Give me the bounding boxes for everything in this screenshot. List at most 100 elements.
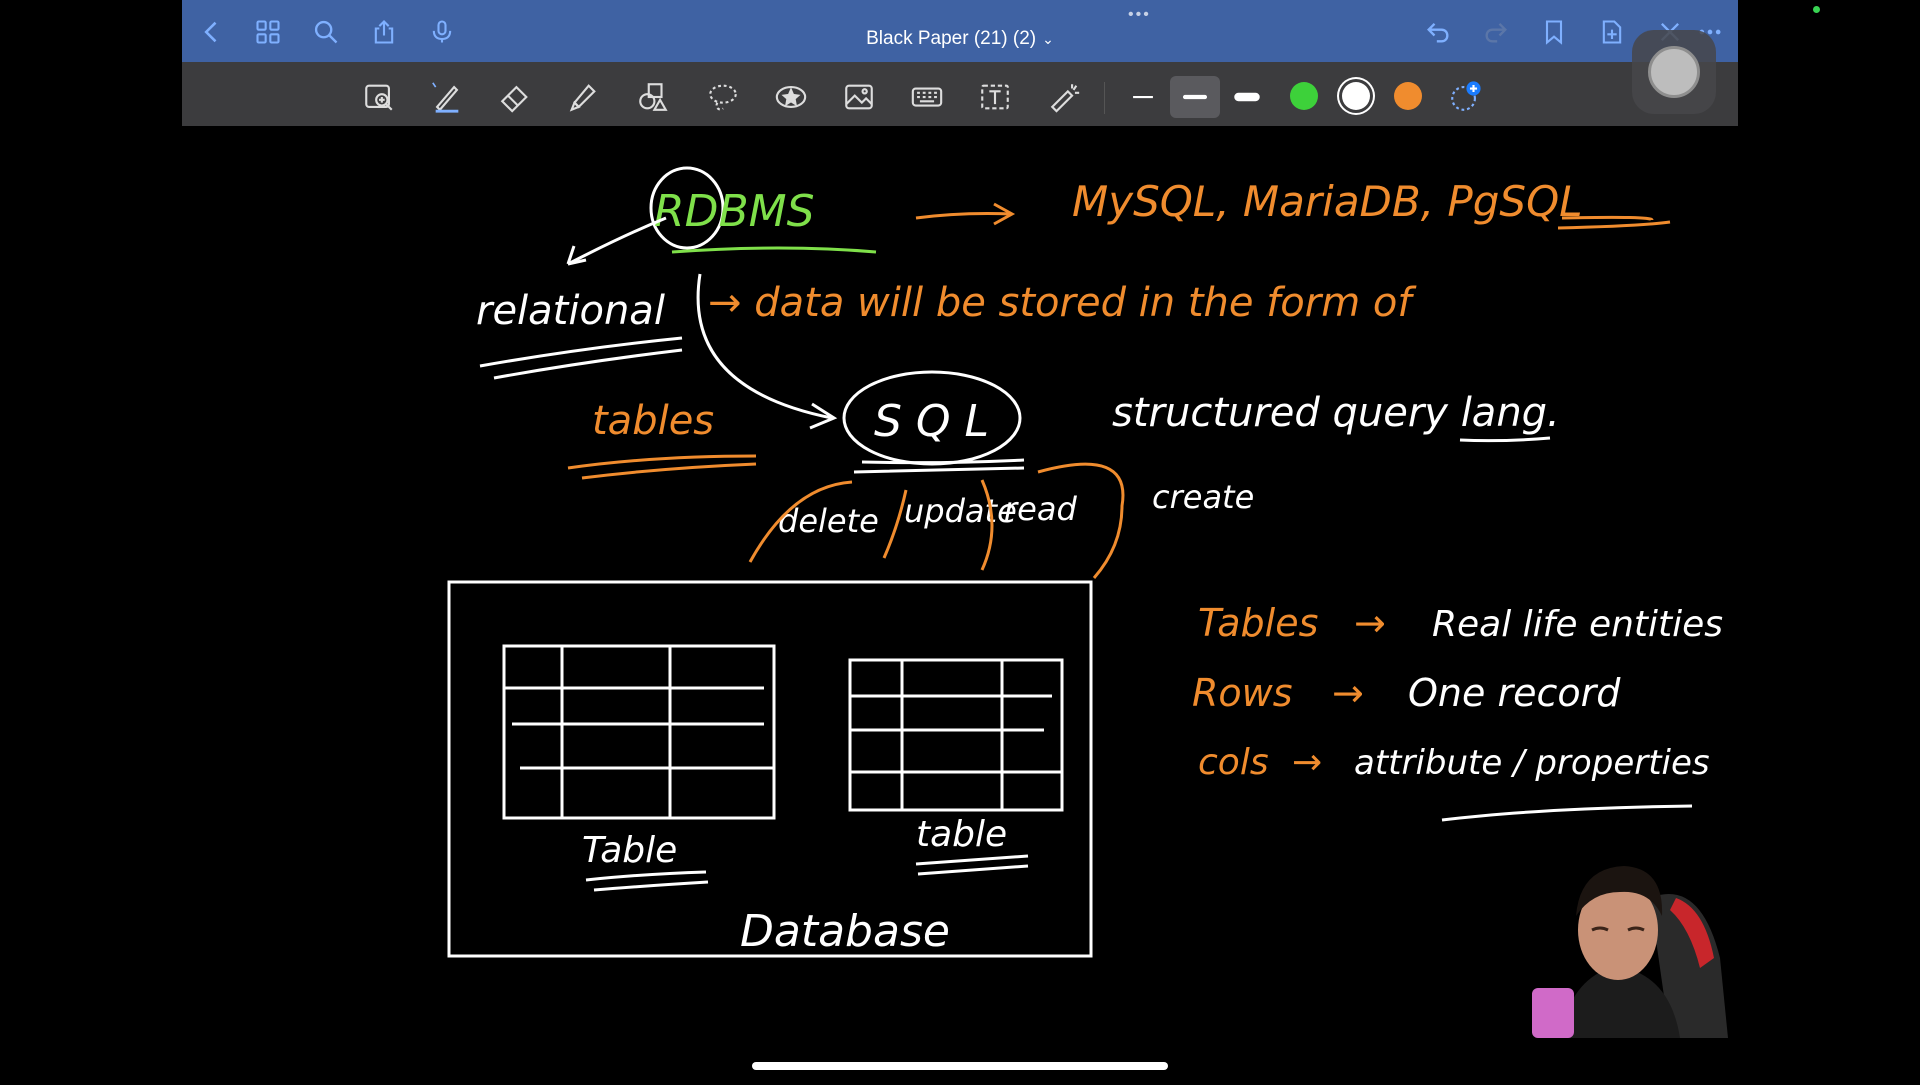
delete-text: delete — [778, 502, 879, 540]
tools-toolbar — [182, 62, 1738, 126]
text-box-icon — [981, 84, 1009, 110]
undo-icon — [1427, 23, 1449, 43]
microphone-icon — [432, 20, 452, 43]
note-canvas[interactable]: RDBMS MySQL, MariaDB, PgSQL relational →… — [182, 126, 1738, 1080]
cols-term: cols — [1198, 742, 1269, 783]
laser-pointer-tool[interactable] — [1040, 76, 1090, 118]
back-button[interactable] — [194, 14, 230, 50]
shapes-tool[interactable] — [628, 76, 678, 118]
redo-icon — [1485, 23, 1507, 43]
arrow-head — [566, 245, 587, 266]
relational-underline — [479, 336, 683, 380]
add-page-icon — [1602, 20, 1622, 44]
table-left-underline — [585, 870, 709, 892]
keyboard-tool[interactable] — [902, 76, 952, 118]
arrow-to-sql — [696, 273, 833, 420]
definitions-underline — [1441, 804, 1693, 822]
tables-definition: Real life entities — [1432, 604, 1723, 645]
add-color-button[interactable] — [1440, 76, 1490, 118]
keyboard-icon — [911, 87, 943, 107]
tables-text: tables — [592, 398, 714, 444]
bookmark-icon — [1545, 20, 1563, 45]
examples-text: MySQL, MariaDB, PgSQL — [1072, 177, 1583, 226]
home-indicator[interactable] — [752, 1062, 1168, 1070]
zoom-box-tool[interactable] — [354, 76, 404, 118]
lasso-tool[interactable] — [698, 76, 748, 118]
zoom-box-icon — [365, 84, 393, 111]
search-button[interactable] — [308, 14, 344, 50]
sticker-tool[interactable] — [766, 76, 816, 118]
rdbms-label: RDBMS — [654, 186, 815, 237]
color-orange-swatch[interactable] — [1394, 82, 1422, 110]
document-title-text: Black Paper (21) (2) — [866, 28, 1037, 49]
lang-underline — [1459, 436, 1551, 443]
share-button[interactable] — [366, 14, 402, 50]
shapes-icon — [639, 83, 668, 111]
table-right-grid — [848, 658, 1064, 812]
multitask-handle[interactable]: ••• — [1128, 6, 1151, 23]
pgsql-underline — [1557, 215, 1671, 230]
thin-line-icon — [1133, 95, 1153, 99]
pen-icon — [432, 82, 459, 113]
table-left-label: Table — [582, 830, 677, 871]
image-tool[interactable] — [834, 76, 884, 118]
relational-text: relational — [476, 288, 665, 334]
header-bar: ••• Black Paper (21) (2) ⌄ — [182, 0, 1738, 62]
add-page-button[interactable] — [1594, 14, 1630, 50]
eraser-icon — [500, 85, 528, 113]
chevron-down-icon: ⌄ — [1042, 31, 1054, 47]
microphone-button[interactable] — [424, 14, 460, 50]
read-text: read — [1004, 490, 1077, 528]
presenter-image — [1532, 866, 1728, 1038]
screen-record-button[interactable] — [1632, 30, 1716, 114]
create-text: create — [1152, 478, 1254, 516]
database-label: Database — [740, 906, 950, 957]
sql-label: S Q L — [874, 396, 989, 447]
rows-arrow: → — [1332, 671, 1364, 715]
toolbar-divider — [1104, 82, 1105, 114]
database-box — [447, 580, 1093, 958]
medium-line-icon — [1182, 94, 1208, 100]
rows-definition: One record — [1408, 671, 1621, 715]
arrow-create — [1037, 462, 1125, 579]
arrow-head — [993, 202, 1016, 226]
bookmark-button[interactable] — [1536, 14, 1572, 50]
tables-arrow: → — [1354, 601, 1386, 645]
image-icon — [845, 84, 873, 110]
table-right-label: table — [916, 814, 1007, 855]
webcam-overlay — [1500, 838, 1730, 1038]
camera-indicator — [1813, 6, 1820, 13]
cols-definition: attribute / properties — [1354, 743, 1710, 783]
share-icon — [374, 20, 394, 44]
lasso-icon — [709, 84, 737, 111]
color-white-swatch[interactable] — [1342, 82, 1370, 110]
undo-button[interactable] — [1420, 14, 1456, 50]
arrow-read — [980, 479, 994, 571]
grid-icon — [256, 20, 280, 44]
redo-button[interactable] — [1478, 14, 1514, 50]
search-icon — [314, 20, 338, 44]
stroke-medium-button[interactable] — [1170, 76, 1220, 118]
color-green-swatch[interactable] — [1290, 82, 1318, 110]
sql-expansion-text: structured query lang. — [1112, 390, 1560, 436]
cols-arrow: → — [1292, 742, 1322, 783]
arrow-to-relational — [567, 216, 667, 266]
stroke-thick-button[interactable] — [1222, 76, 1272, 118]
text-box-tool[interactable] — [970, 76, 1020, 118]
document-title[interactable]: Black Paper (21) (2) ⌄ — [182, 28, 1738, 50]
record-icon — [1648, 46, 1700, 98]
arrow-delete — [748, 480, 853, 563]
laser-pointer-icon — [1050, 84, 1080, 113]
eraser-tool[interactable] — [490, 76, 540, 118]
add-color-icon — [1451, 81, 1481, 111]
highlighter-tool[interactable] — [558, 76, 608, 118]
thumbnails-button[interactable] — [250, 14, 286, 50]
stroke-thin-button[interactable] — [1118, 76, 1168, 118]
rdbms-circle — [649, 166, 725, 250]
pen-tool[interactable] — [422, 76, 472, 118]
update-text: update — [904, 492, 1017, 530]
rdbms-underline — [671, 246, 877, 254]
table-right-underline — [915, 854, 1029, 876]
arrow-update — [882, 489, 908, 559]
